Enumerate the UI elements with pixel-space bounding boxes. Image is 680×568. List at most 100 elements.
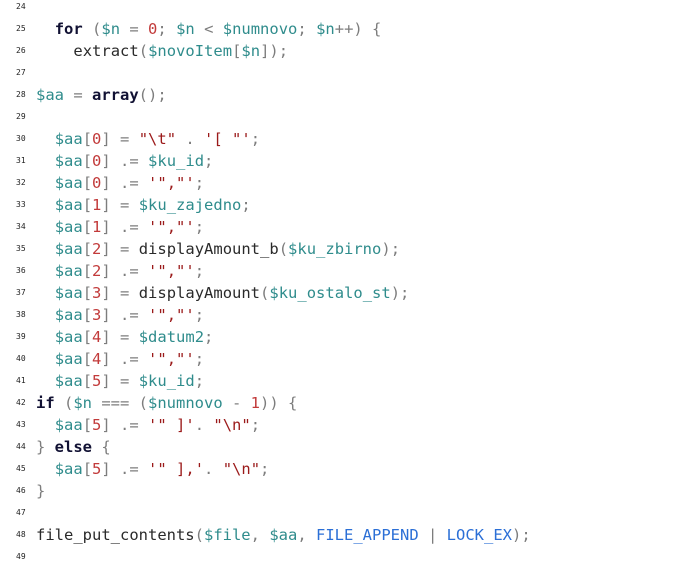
code-token: 4 — [92, 350, 102, 368]
code-text: $aa[5] = $ku_id; — [55, 370, 204, 392]
code-token: ] = — [101, 372, 139, 390]
code-token: $aa — [54, 284, 83, 302]
code-token: [ — [82, 130, 93, 148]
code-line: 24 — [0, 0, 680, 18]
code-token: ]); — [260, 42, 289, 60]
code-token: , — [297, 526, 316, 544]
code-token: ; — [250, 130, 261, 148]
code-token: ] .= — [101, 306, 149, 324]
line-number: 40 — [16, 354, 26, 363]
code-token: ( — [260, 284, 270, 302]
line-number: 47 — [16, 508, 26, 517]
code-token: $aa — [54, 174, 83, 192]
code-token: '","' — [148, 262, 195, 280]
code-token: $n — [73, 394, 93, 412]
code-token: [ — [82, 262, 93, 280]
code-text: } else { — [36, 436, 111, 458]
code-text: $aa[4] .= '","'; — [55, 348, 204, 370]
code-token: '","' — [148, 350, 195, 368]
code-token: ); — [511, 526, 531, 544]
code-token: $aa — [54, 416, 83, 434]
code-token: ] .= — [101, 416, 149, 434]
code-line: 35$aa[2] = displayAmount_b($ku_zbirno); — [0, 238, 680, 260]
code-token: ; — [194, 262, 205, 280]
code-token: { — [92, 438, 111, 456]
code-token: . — [194, 416, 214, 434]
code-text: $aa[3] .= '","'; — [55, 304, 204, 326]
code-token: [ — [82, 196, 93, 214]
code-token: $numnovo — [222, 20, 298, 38]
line-number: 24 — [16, 2, 26, 11]
code-token: 0 — [92, 130, 102, 148]
code-token: for — [54, 20, 83, 38]
code-token: 0 — [148, 20, 158, 38]
code-token: $numnovo — [148, 394, 223, 412]
code-text: } — [36, 480, 45, 502]
code-token: 2 — [92, 262, 102, 280]
code-token: 5 — [92, 460, 102, 478]
code-token: = — [64, 86, 92, 104]
code-token: ; — [250, 416, 261, 434]
code-token: 3 — [92, 306, 102, 324]
code-token: $aa — [54, 152, 83, 170]
code-line: 38$aa[3] .= '","'; — [0, 304, 680, 326]
line-number: 37 — [16, 288, 26, 297]
code-token: $n — [176, 20, 195, 38]
code-token: FILE_APPEND — [316, 526, 419, 544]
code-text: $aa[2] .= '","'; — [55, 260, 204, 282]
line-number: 45 — [16, 464, 26, 473]
code-token: $aa — [54, 328, 83, 346]
code-token: $aa — [54, 218, 83, 236]
code-token: 1 — [92, 196, 102, 214]
code-token: 0 — [92, 174, 102, 192]
code-token: $ku_zajedno — [138, 196, 242, 214]
code-token: ; — [204, 328, 214, 346]
code-token: ; — [194, 350, 205, 368]
code-token: 4 — [92, 328, 102, 346]
code-token: ; — [194, 174, 205, 192]
code-token: [ — [82, 460, 93, 478]
code-token: 5 — [92, 416, 102, 434]
code-token: )) { — [260, 394, 298, 412]
code-token: ] = — [101, 240, 139, 258]
code-line: 46} — [0, 480, 680, 502]
code-token: $aa — [54, 350, 83, 368]
code-line: 33$aa[1] = $ku_zajedno; — [0, 194, 680, 216]
code-token: $novoItem — [148, 42, 233, 60]
code-text: $aa[4] = $datum2; — [55, 326, 214, 348]
code-token: $aa — [36, 86, 64, 104]
code-token: } — [36, 482, 46, 500]
code-text: if ($n === ($numnovo - 1)) { — [36, 392, 297, 414]
code-token: '[ "' — [204, 130, 251, 148]
line-number: 49 — [16, 552, 26, 561]
code-line: 47 — [0, 502, 680, 524]
code-token: ] .= — [101, 152, 149, 170]
code-token: ; — [260, 460, 270, 478]
code-token: [ — [82, 218, 93, 236]
code-token: $n — [241, 42, 261, 60]
code-line: 31$aa[0] .= $ku_id; — [0, 150, 680, 172]
line-number: 35 — [16, 244, 26, 253]
code-token: ( — [278, 240, 289, 258]
code-token: $aa — [54, 196, 83, 214]
code-line: 34$aa[1] .= '","'; — [0, 216, 680, 238]
code-token: ] = — [101, 328, 139, 346]
code-token: [ — [82, 174, 93, 192]
code-token: [ — [82, 240, 93, 258]
code-line: 41$aa[5] = $ku_id; — [0, 370, 680, 392]
code-line: 28$aa = array(); — [0, 84, 680, 106]
code-token: extract — [73, 42, 139, 60]
code-text: $aa[3] = displayAmount($ku_ostalo_st); — [55, 282, 410, 304]
code-line: 49 — [0, 546, 680, 568]
code-line: 30$aa[0] = "\t" . '[ "'; — [0, 128, 680, 150]
code-token: , — [250, 526, 270, 544]
code-token: === ( — [92, 394, 149, 412]
code-token: ( — [138, 42, 149, 60]
code-line: 37 $aa[3] = displayAmount($ku_ostalo_st); — [0, 282, 680, 304]
line-number: 46 — [16, 486, 26, 495]
code-token: $n — [101, 20, 121, 38]
code-token: $aa — [54, 372, 83, 390]
